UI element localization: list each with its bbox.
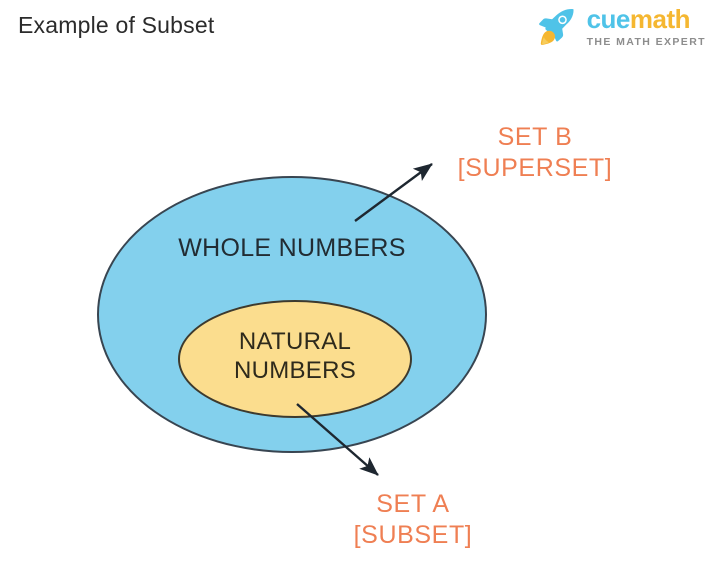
outer-set-label: WHOLE NUMBERS (178, 234, 406, 262)
cuemath-logo: cuemath THE MATH EXPERT (533, 6, 706, 48)
brand-word-cue: cue (586, 4, 631, 34)
subset-callout-line2: [SUBSET] (353, 521, 473, 550)
brand-word-math: math (629, 4, 691, 34)
subset-callout-line1: SET A (376, 490, 450, 518)
inner-set-label: NATURAL NUMBERS (178, 327, 412, 386)
inner-set-label-line2: NUMBERS (233, 357, 357, 385)
page-title: Example of Subset (18, 12, 215, 38)
brand-wordmark: cuemath (586, 4, 691, 34)
brand-text: cuemath THE MATH EXPERT (587, 6, 706, 48)
inner-set-ellipse-natural-numbers (178, 300, 412, 418)
inner-set-label-line1: NATURAL (238, 328, 352, 355)
subset-callout: SET A [SUBSET] (318, 489, 508, 552)
superset-callout-line2: [SUPERSET] (457, 154, 613, 183)
superset-callout-line1: SET B (497, 123, 573, 151)
rocket-icon (538, 8, 574, 45)
superset-callout: SET B [SUPERSET] (440, 122, 630, 185)
brand-tagline: THE MATH EXPERT (586, 36, 706, 48)
